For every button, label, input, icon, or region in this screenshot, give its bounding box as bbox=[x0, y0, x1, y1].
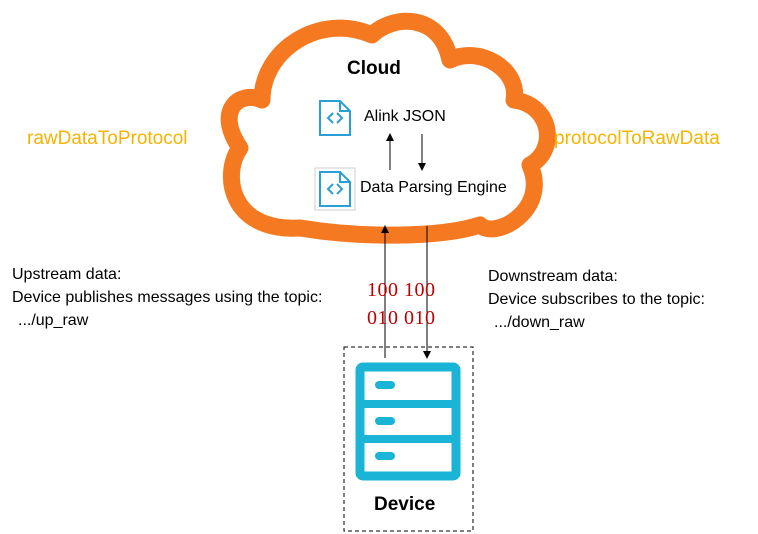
upstream-topic: .../up_raw bbox=[18, 312, 89, 329]
alink-json-label: Alink JSON bbox=[364, 108, 446, 125]
upstream-description: Device publishes messages using the topi… bbox=[12, 289, 323, 306]
raw-data-to-protocol-label: rawDataToProtocol bbox=[27, 128, 188, 149]
cloud-title: Cloud bbox=[347, 58, 401, 79]
downstream-heading: Downstream data: bbox=[488, 268, 618, 285]
device-server-icon bbox=[355, 362, 461, 481]
bits-line-2: 010 010 bbox=[367, 307, 436, 329]
protocol-to-raw-data-label: protocolToRawData bbox=[554, 128, 720, 149]
upstream-heading: Upstream data: bbox=[12, 266, 122, 283]
downstream-topic: .../down_raw bbox=[494, 314, 585, 331]
cloud-shape bbox=[220, 12, 556, 244]
data-parsing-engine-icon bbox=[314, 167, 356, 211]
device-label: Device bbox=[374, 494, 436, 515]
device-box bbox=[343, 346, 474, 532]
data-parsing-engine-label: Data Parsing Engine bbox=[360, 179, 507, 196]
alink-json-icon bbox=[319, 100, 351, 136]
downstream-description: Device subscribes to the topic: bbox=[488, 291, 705, 308]
bits-line-1: 100 100 bbox=[367, 279, 436, 301]
